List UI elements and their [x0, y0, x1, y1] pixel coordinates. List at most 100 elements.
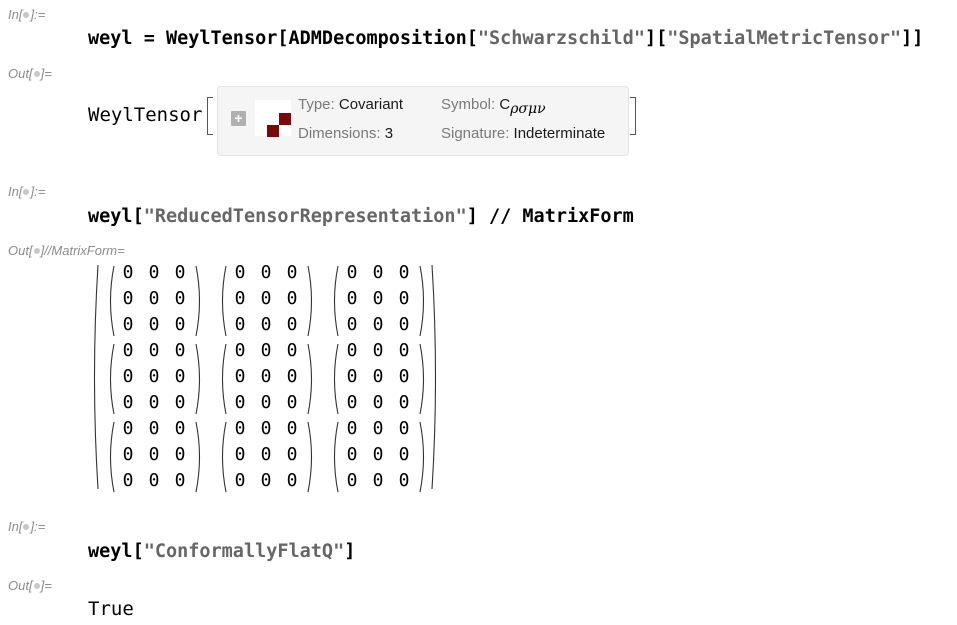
output-label: Out[]//MatrixForm=: [8, 243, 125, 258]
input-code[interactable]: weyl["ConformallyFlatQ"]: [88, 541, 356, 562]
matrix-entry: 0: [286, 470, 298, 491]
matrix-entry: 0: [174, 288, 186, 309]
matrix-entry: 0: [148, 418, 160, 439]
cell-number-placeholder: [23, 524, 30, 530]
matrix-entry: 0: [286, 288, 298, 309]
matrix-entry: 0: [398, 262, 410, 283]
matrix-entry: 0: [398, 470, 410, 491]
block-left-paren: [109, 343, 115, 415]
matrix-entry: 0: [260, 340, 272, 361]
matrix-entry: 0: [398, 392, 410, 413]
matrix-entry: 0: [260, 288, 272, 309]
input-code[interactable]: weyl = WeylTensor[ADMDecomposition["Schw…: [88, 28, 924, 49]
matrix-entry: 0: [398, 314, 410, 335]
outer-right-paren: [431, 264, 437, 490]
block-right-paren: [307, 421, 313, 493]
matrix-entry: 0: [234, 392, 246, 413]
matrix-entry: 0: [398, 444, 410, 465]
matrix-entry: 0: [260, 418, 272, 439]
block-left-paren: [221, 421, 227, 493]
output-result: True: [88, 598, 134, 620]
matrix-entry: 0: [372, 314, 384, 335]
cell-number-placeholder: [23, 12, 30, 18]
matrix-entry: 0: [260, 470, 272, 491]
cell-number-placeholder: [33, 248, 40, 254]
input-code[interactable]: weyl["ReducedTensorRepresentation"] // M…: [88, 206, 634, 227]
matrix-entry: 0: [148, 392, 160, 413]
matrix-entry: 0: [174, 340, 186, 361]
matrix-entry: 0: [346, 288, 358, 309]
right-bracket: [630, 97, 636, 135]
matrix-entry: 0: [122, 392, 134, 413]
symbol-field: Symbol: Cρσμν: [441, 96, 546, 117]
matrix-entry: 0: [122, 366, 134, 387]
matrix-entry: 0: [260, 366, 272, 387]
matrix-entry: 0: [398, 288, 410, 309]
matrix-entry: 0: [260, 444, 272, 465]
cell-number-placeholder: [33, 71, 40, 77]
tensor-thumbnail-icon: [255, 100, 291, 137]
left-bracket: [207, 97, 213, 135]
matrix-entry: 0: [174, 470, 186, 491]
block-left-paren: [221, 343, 227, 415]
cell-number-placeholder: [23, 189, 30, 195]
matrix-entry: 0: [122, 262, 134, 283]
type-field: Type: Covariant: [298, 96, 404, 113]
block-right-paren: [195, 343, 201, 415]
matrix-entry: 0: [234, 340, 246, 361]
matrix-entry: 0: [148, 288, 160, 309]
matrix-entry: 0: [174, 444, 186, 465]
matrix-entry: 0: [286, 418, 298, 439]
matrix-entry: 0: [372, 366, 384, 387]
block-right-paren: [419, 343, 425, 415]
matrix-entry: 0: [260, 262, 272, 283]
matrix-entry: 0: [398, 418, 410, 439]
matrix-entry: 0: [372, 470, 384, 491]
matrix-entry: 0: [148, 444, 160, 465]
output-label: Out[]=: [8, 578, 52, 593]
matrix-entry: 0: [372, 444, 384, 465]
block-left-paren: [333, 265, 339, 337]
matrix-entry: 0: [346, 366, 358, 387]
matrix-entry: 0: [286, 366, 298, 387]
matrix-entry: 0: [372, 340, 384, 361]
input-label: In[]:=: [8, 7, 46, 22]
outer-left-paren: [93, 264, 99, 490]
block-left-paren: [333, 421, 339, 493]
summary-box: + Type: Covariant Dimensions: 3 Symbol: …: [217, 86, 629, 156]
block-right-paren: [195, 265, 201, 337]
matrix-entry: 0: [346, 470, 358, 491]
signature-field: Signature: Indeterminate: [441, 125, 606, 142]
matrix-entry: 0: [286, 262, 298, 283]
matrix-entry: 0: [346, 418, 358, 439]
input-label: In[]:=: [8, 184, 46, 199]
matrix-entry: 0: [234, 262, 246, 283]
matrix-entry: 0: [346, 262, 358, 283]
matrix-entry: 0: [174, 392, 186, 413]
matrix-entry: 0: [122, 340, 134, 361]
matrix-entry: 0: [234, 418, 246, 439]
cell-number-placeholder: [33, 583, 40, 589]
block-right-paren: [195, 421, 201, 493]
matrix-entry: 0: [234, 314, 246, 335]
matrix-entry: 0: [372, 262, 384, 283]
block-right-paren: [419, 265, 425, 337]
block-left-paren: [109, 421, 115, 493]
matrix-entry: 0: [286, 314, 298, 335]
block-right-paren: [307, 343, 313, 415]
expand-icon[interactable]: +: [231, 111, 246, 126]
block-left-paren: [333, 343, 339, 415]
input-label: In[]:=: [8, 519, 46, 534]
matrix-entry: 0: [346, 392, 358, 413]
output-label: Out[]=: [8, 66, 52, 81]
matrix-entry: 0: [372, 392, 384, 413]
matrix-entry: 0: [174, 314, 186, 335]
matrix-entry: 0: [174, 418, 186, 439]
matrix-entry: 0: [148, 314, 160, 335]
matrix-entry: 0: [234, 470, 246, 491]
matrix-entry: 0: [234, 444, 246, 465]
matrix-entry: 0: [122, 444, 134, 465]
block-left-paren: [221, 265, 227, 337]
matrix-entry: 0: [148, 470, 160, 491]
